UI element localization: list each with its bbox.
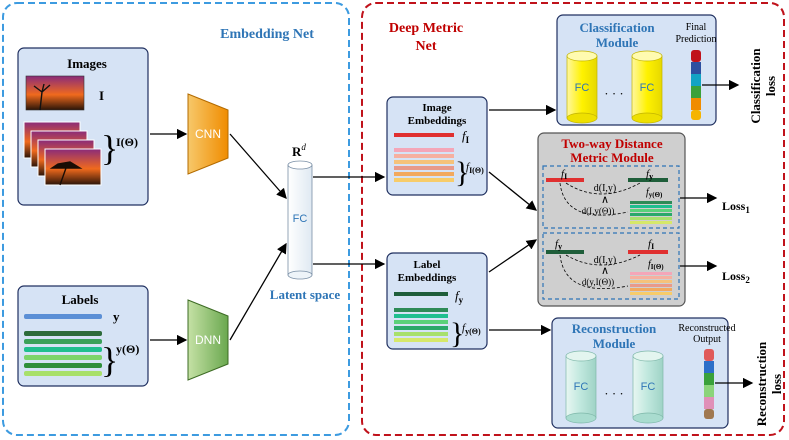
images-brace: } — [101, 128, 118, 168]
metric-upper-label-stack — [630, 201, 672, 224]
image-embeddings-title-line1: Image — [422, 102, 451, 114]
label-embeddings-title-line2: Embeddings — [398, 272, 457, 284]
classification-fc-cylinder-2 — [631, 50, 663, 124]
image-embedding-stack — [394, 148, 454, 182]
images-set-symbol: I(Θ) — [116, 135, 138, 149]
reconstruction-fc-label-1: FC — [574, 381, 589, 393]
deep-metric-title-line1: Deep Metric — [389, 21, 463, 36]
label-vector-bar — [24, 314, 102, 319]
arrow-image-embeddings-to-metric — [488, 171, 538, 211]
classification-loss-line1: Classification — [748, 48, 763, 124]
metric-upper-f-I: fI — [561, 168, 567, 181]
image-stack-thumbnails — [23, 121, 102, 186]
metric-module-panel — [537, 132, 686, 307]
label-embedding-brace: } — [450, 317, 464, 350]
metric-lower-f-I-theta: fI(Θ) — [648, 259, 664, 271]
final-prediction-line2: Prediction — [675, 34, 716, 45]
metric-subbox-upper — [542, 165, 680, 229]
metric-lower-label-bar — [546, 250, 584, 254]
single-image-thumbnail — [25, 75, 85, 111]
deep-metric-net-frame — [361, 2, 785, 436]
reconstruction-title-line1: Reconstruction — [572, 321, 657, 336]
label-embedding-bar — [394, 292, 448, 296]
f-I-theta-label: fI(Θ) — [466, 161, 484, 175]
image-embedding-brace: } — [455, 156, 469, 189]
metric-lower-wedge: ∧ — [601, 265, 609, 277]
metric-upper-image-bar — [546, 178, 584, 182]
labels-set-symbol: y(Θ) — [116, 342, 139, 356]
metric-upper-dist-arc1 — [565, 182, 641, 195]
loss1-label: Loss1 — [722, 199, 750, 215]
latent-space-label: Latent space — [270, 287, 341, 302]
reconstruction-loss-line1: Reconstruction — [754, 341, 769, 426]
label-embeddings-title-line1: Label — [414, 259, 441, 271]
cnn-label: CNN — [195, 127, 221, 141]
image-embeddings-panel — [386, 96, 488, 196]
metric-lower-d-y-Itheta: d(y,I(Θ)) — [582, 277, 614, 287]
reconstruction-fc-cylinder-2 — [632, 350, 664, 424]
classification-loss-line2: loss — [763, 76, 778, 96]
metric-lower-image-bar — [628, 250, 668, 254]
reconstruction-fc-label-2: FC — [641, 381, 656, 393]
embedding-net-title: Embedding Net — [220, 27, 314, 42]
metric-lower-dist-arc1 — [565, 254, 641, 266]
reconstruction-dots: · · · — [604, 386, 624, 401]
classification-fc-label-1: FC — [575, 82, 590, 94]
metric-lower-f-y: fy — [555, 238, 562, 251]
classification-fc-cylinder-1 — [566, 50, 598, 124]
reconstruction-loss-line2: loss — [769, 374, 784, 394]
latent-fc-label: FC — [293, 213, 308, 225]
metric-upper-dist-arc2 — [559, 182, 629, 216]
images-symbol: I — [99, 88, 104, 103]
metric-upper-d-I-ytheta: d(I,y(Θ)) — [582, 206, 615, 216]
f-y-label: fy — [455, 288, 464, 305]
reconstructed-output-vector — [704, 349, 714, 419]
f-y-theta-label: fy(Θ) — [462, 322, 481, 336]
images-title: Images — [67, 56, 107, 71]
cnn-block — [187, 93, 229, 175]
metric-lower-f-I: fI — [648, 238, 654, 251]
reconstruction-fc-cylinder-1 — [565, 350, 597, 424]
classification-title-line1: Classification — [579, 20, 655, 35]
metric-title-line2: Metric Module — [570, 150, 654, 165]
classification-title-line2: Module — [596, 35, 639, 50]
metric-lower-d-I-y: d(I,y) — [594, 255, 617, 266]
metric-lower-image-stack — [630, 272, 672, 295]
embedding-net-frame — [2, 2, 350, 436]
classification-fc-label-2: FC — [640, 82, 655, 94]
labels-symbol: y — [113, 309, 120, 324]
reconstruction-title-line2: Module — [593, 336, 636, 351]
arrow-dnn-to-fc — [229, 242, 287, 341]
dnn-label: DNN — [195, 333, 221, 347]
arrow-label-embeddings-to-metric — [488, 239, 538, 273]
f-I-label: fI — [462, 128, 470, 145]
space-symbol: Rd — [292, 142, 306, 159]
metric-subbox-lower — [542, 232, 680, 300]
loss2-label: Loss2 — [722, 269, 750, 285]
arrow-cnn-to-fc — [229, 133, 287, 199]
label-embedding-stack — [394, 308, 448, 342]
final-prediction-vector — [691, 50, 701, 120]
dnn-block — [187, 299, 229, 381]
metric-lower-dist-arc2 — [559, 254, 629, 289]
image-embedding-bar — [394, 133, 454, 137]
image-embeddings-title-line2: Embeddings — [408, 115, 467, 127]
labels-title: Labels — [62, 292, 99, 307]
label-stack-bars — [24, 331, 102, 376]
label-embeddings-panel — [386, 252, 488, 350]
metric-upper-f-y: fy — [646, 168, 653, 181]
reconstructed-output-line1: Reconstructed — [678, 323, 735, 334]
reconstructed-output-line2: Output — [693, 334, 721, 345]
final-prediction-line1: Final — [686, 22, 707, 33]
labels-brace: } — [101, 340, 118, 380]
latent-fc-cylinder — [287, 160, 313, 280]
deep-metric-title-line2: Net — [416, 39, 437, 54]
metric-title-line1: Two-way Distance — [561, 136, 662, 151]
classification-dots: · · · — [604, 86, 624, 101]
metric-upper-f-y-theta: fy(Θ) — [646, 187, 663, 199]
metric-upper-label-bar — [628, 178, 668, 182]
metric-upper-wedge: ∧ — [601, 194, 609, 206]
metric-upper-d-I-y: d(I,y) — [594, 183, 617, 194]
